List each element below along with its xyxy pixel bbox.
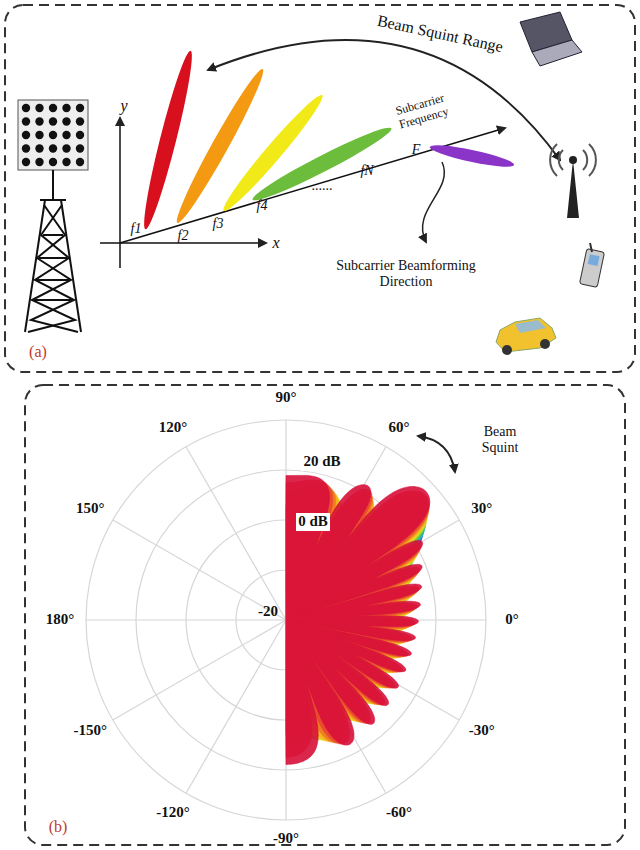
laptop-icon xyxy=(520,12,582,66)
label: x xyxy=(272,234,279,252)
label: -60° xyxy=(386,804,412,821)
label: F xyxy=(412,142,421,158)
label: f2 xyxy=(178,228,189,244)
label: Beam Squint xyxy=(465,424,535,456)
label: 0° xyxy=(505,611,519,628)
label: y xyxy=(120,97,127,115)
taxi-icon xyxy=(496,318,556,355)
subcarrier-beams xyxy=(138,49,516,231)
label: -20 xyxy=(258,603,278,620)
label: (a) xyxy=(29,343,47,361)
label: Subcarrier Beamforming Direction xyxy=(336,258,476,290)
label: -120° xyxy=(156,804,190,821)
panel-a xyxy=(5,5,635,372)
label: f3 xyxy=(213,216,224,232)
label: Subcarrier Frequency xyxy=(385,89,460,135)
tower xyxy=(25,170,81,332)
phone-icon xyxy=(579,243,604,287)
label: -90° xyxy=(273,830,299,847)
label: Beam Squint Range xyxy=(375,12,504,57)
polar-grid xyxy=(86,420,486,820)
panel-b xyxy=(25,385,625,845)
label: f1 xyxy=(131,221,142,237)
label: -150° xyxy=(74,722,108,739)
label: 60° xyxy=(389,419,410,436)
label: 120° xyxy=(159,419,188,436)
label: 20 dB xyxy=(301,453,342,470)
antenna-array xyxy=(18,100,88,170)
label: ...... xyxy=(312,178,333,194)
label: 90° xyxy=(276,389,297,406)
label: 0 dB xyxy=(296,513,330,530)
label: f4 xyxy=(257,198,268,214)
squint-range-arrow xyxy=(208,40,560,160)
squint-arrow xyxy=(418,436,455,472)
label: (b) xyxy=(49,818,68,836)
label: 180° xyxy=(46,611,75,628)
label: 30° xyxy=(471,500,492,517)
label: 150° xyxy=(76,500,105,517)
label: -30° xyxy=(469,722,495,739)
label: fN xyxy=(360,163,373,179)
leader-line xyxy=(423,162,445,242)
antenna-icon xyxy=(550,144,596,218)
